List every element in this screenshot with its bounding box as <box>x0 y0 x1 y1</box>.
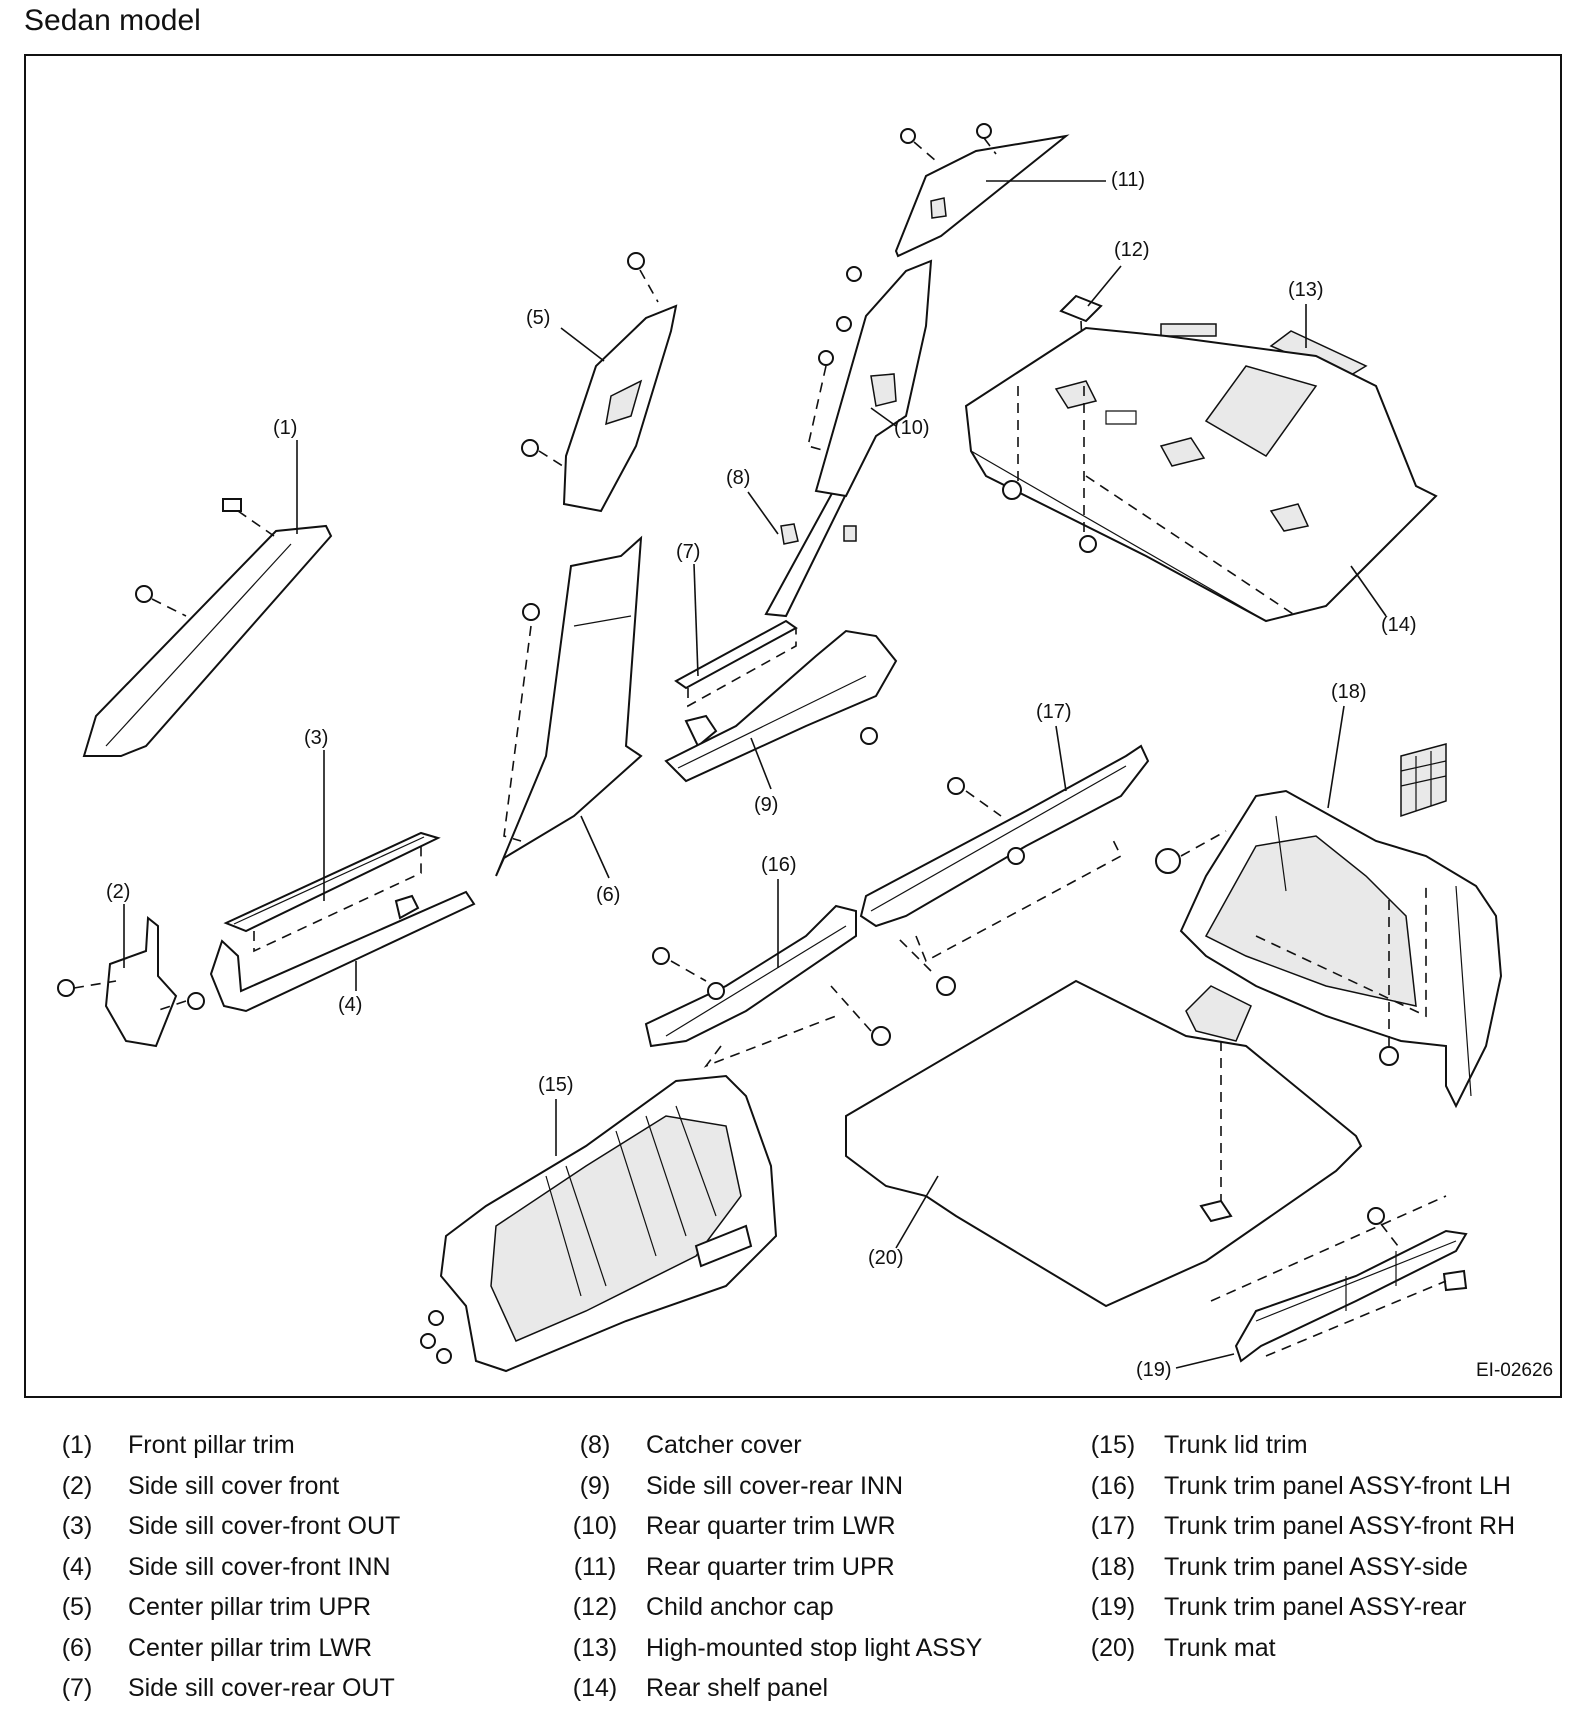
part-trunk-trim-panel-rear <box>1210 1195 1468 1363</box>
part-rear-shelf-panel <box>964 326 1438 623</box>
callout-2: (2) <box>106 881 130 968</box>
callout-8: (8) <box>726 467 779 535</box>
part-side-sill-cover-rear-out <box>674 619 798 748</box>
diagram-title: Sedan model <box>24 4 201 37</box>
svg-text:(11): (11) <box>1111 169 1145 191</box>
legend-item: (17)Trunk trim panel ASSY-front RH <box>1090 1512 1516 1540</box>
callout-16: (16) <box>761 854 797 968</box>
legend-item: (3)Side sill cover-front OUT <box>61 1512 401 1540</box>
callout-15: (15) <box>538 1074 574 1156</box>
part-catcher-cover <box>764 484 857 618</box>
legend-item: (14)Rear shelf panel <box>572 1674 829 1702</box>
svg-text:(7): (7) <box>676 541 700 563</box>
svg-text:(6): (6) <box>596 884 620 906</box>
callout-13: (13) <box>1288 279 1324 348</box>
legend-item: (2)Side sill cover front <box>61 1471 340 1500</box>
svg-text:(9): (9) <box>754 794 778 816</box>
callout-17: (17) <box>1036 701 1072 792</box>
legend-item: (6)Center pillar trim LWR <box>61 1633 373 1662</box>
svg-text:(5): (5) <box>526 307 550 329</box>
legend-item: (18)Trunk trim panel ASSY-side <box>1090 1552 1468 1581</box>
exploded-view-frame: (1) (2) (3) (4) (5) <box>24 54 1562 1398</box>
part-rear-quarter-trim-upr <box>894 123 1070 258</box>
svg-text:(14): (14) <box>1381 614 1417 636</box>
callout-3: (3) <box>304 727 328 901</box>
legend-item: (11)Rear quarter trim UPR <box>573 1552 895 1581</box>
part-side-sill-cover-front-inn <box>209 890 476 1013</box>
svg-text:(18): (18) <box>1331 681 1367 703</box>
legend-item: (16)Trunk trim panel ASSY-front LH <box>1090 1471 1511 1500</box>
svg-text:(1): (1) <box>273 417 297 439</box>
svg-text:(19): (19) <box>1136 1359 1172 1381</box>
svg-text:(8): (8) <box>726 467 750 489</box>
part-side-sill-cover-front-out <box>223 831 441 953</box>
callout-11: (11) <box>986 169 1145 191</box>
part-side-sill-cover-rear-inn <box>664 629 898 783</box>
part-side-sill-cover-front <box>57 916 205 1048</box>
svg-text:(12): (12) <box>1114 239 1150 261</box>
part-front-pillar-trim <box>82 498 333 757</box>
callout-7: (7) <box>676 541 700 677</box>
legend-column-1: (1)Front pillar trim (2)Side sill cover … <box>42 1425 401 1709</box>
legend-item: (15)Trunk lid trim <box>1090 1431 1308 1459</box>
legend-item: (4)Side sill cover-front INN <box>61 1552 391 1581</box>
part-trunk-trim-panel-side <box>1155 743 1503 1109</box>
legend-item: (19)Trunk trim panel ASSY-rear <box>1090 1593 1467 1621</box>
part-center-pillar-trim-lwr <box>495 535 643 877</box>
svg-text:(10): (10) <box>894 417 930 439</box>
legend-item: (10)Rear quarter trim LWR <box>572 1512 896 1540</box>
part-trunk-lid-trim <box>420 1074 778 1373</box>
exploded-view-diagram: (1) (2) (3) (4) (5) <box>57 123 1553 1381</box>
part-trunk-trim-panel-front-rh <box>859 744 1150 996</box>
callout-18: (18) <box>1327 681 1367 809</box>
svg-text:(15): (15) <box>538 1074 574 1096</box>
legend-item: (20)Trunk mat <box>1090 1633 1276 1662</box>
legend-item: (9)Side sill cover-rear INN <box>579 1471 904 1500</box>
legend-item: (12)Child anchor cap <box>572 1593 834 1621</box>
legend-column-2: (8)Catcher cover (9)Side sill cover-rear… <box>560 1425 983 1709</box>
callout-9: (9) <box>750 737 778 816</box>
legend-item: (1)Front pillar trim <box>61 1431 295 1459</box>
part-trunk-mat <box>845 979 1363 1308</box>
callout-14: (14) <box>1350 565 1417 636</box>
legend-item: (13)High-mounted stop light ASSY <box>572 1633 983 1662</box>
legend-item: (5)Center pillar trim UPR <box>61 1593 372 1621</box>
legend-column-3: (15)Trunk lid trim (16)Trunk trim panel … <box>1078 1425 1515 1668</box>
svg-text:(20): (20) <box>868 1247 904 1269</box>
legend-item: (8)Catcher cover <box>579 1431 802 1459</box>
part-rear-quarter-trim-lwr <box>807 259 933 498</box>
callout-12: (12) <box>1087 239 1150 307</box>
figure-code: EI-02626 <box>1476 1360 1553 1381</box>
part-center-pillar-trim-upr <box>521 252 678 513</box>
svg-text:(2): (2) <box>106 881 130 903</box>
legend-item: (7)Side sill cover-rear OUT <box>61 1674 395 1702</box>
svg-text:(16): (16) <box>761 854 797 876</box>
callout-6: (6) <box>580 815 620 906</box>
svg-text:(3): (3) <box>304 727 328 749</box>
part-trunk-trim-panel-front-lh <box>644 904 891 1068</box>
callout-4: (4) <box>338 961 362 1016</box>
callout-19: (19) <box>1136 1353 1235 1381</box>
svg-text:(13): (13) <box>1288 279 1324 301</box>
callout-1: (1) <box>273 417 298 534</box>
callout-20: (20) <box>868 1175 939 1269</box>
svg-text:(17): (17) <box>1036 701 1072 723</box>
svg-text:(4): (4) <box>338 994 362 1016</box>
callout-10: (10) <box>870 407 930 439</box>
callout-5: (5) <box>526 307 605 362</box>
